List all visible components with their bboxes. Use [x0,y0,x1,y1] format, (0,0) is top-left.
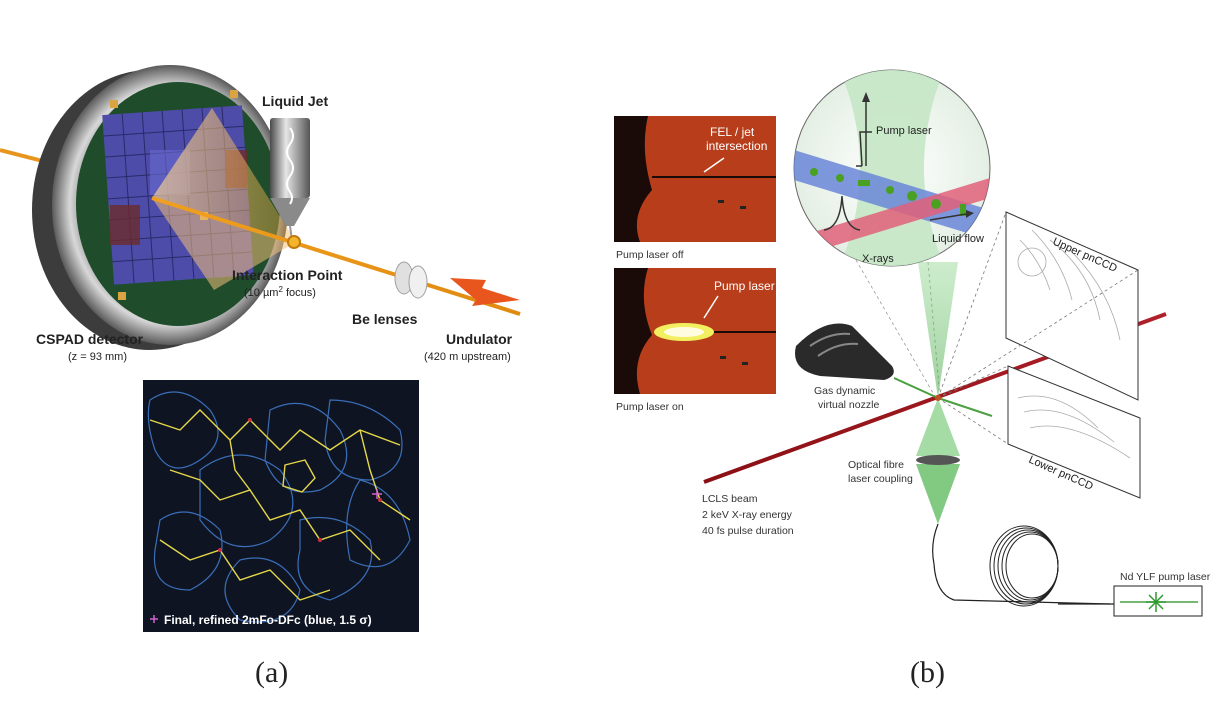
pump-source-label: Nd YLF pump laser [1120,571,1211,583]
photo-pump-laser-on: Pump laser [614,268,776,394]
liquid-jet-nozzle [270,118,310,241]
pump-laser-photo-label: Pump laser [714,279,775,293]
pump-laser-on-label: Pump laser on [616,401,684,413]
detector-corner-mark [110,100,118,108]
optical-fibre [932,523,1111,605]
caption-a: (a) [255,656,289,689]
panel-a-graphic: Liquid Jet Interaction Point (10 µm2 foc… [0,65,521,632]
density-caption: Final, refined 2mFo-DFc (blue, 1.5 σ) [164,613,372,627]
undulator-arrow [450,278,520,306]
interaction-point-label: Interaction Point [232,267,343,283]
fel-jet-label: FEL / jet [710,125,755,139]
panel-a: Liquid Jet Interaction Point (10 µm2 foc… [0,0,600,702]
density-mesh [147,391,411,623]
upper-pnccd-panel: Upper pnCCD [1005,211,1139,401]
green-cone-focus [916,464,960,524]
detector-label: CSPAD detector [36,331,144,347]
nozzle-beam [893,377,939,399]
fel-jet-pointer [703,157,725,173]
scattering-cone-lower [152,198,296,290]
caption-b: (b) [910,656,945,689]
undulator-label: Undulator [446,331,513,347]
atom-markers [218,418,382,552]
xray-pulse-profile [823,195,861,231]
interaction-point-b [935,395,941,401]
fibre-label-1: Optical fibre [848,459,904,471]
green-cone-lower [916,398,960,456]
photo-pump-laser-off: FEL / jet intersection [614,116,776,242]
be-lenses-label: Be lenses [352,311,418,327]
atomic-model [149,409,411,601]
interaction-point-focus: (10 µm2 focus) [244,285,316,299]
x-ray-beam [151,196,521,316]
pump-laser-pointer [703,295,719,319]
liquid-jet-label: Liquid Jet [262,93,328,109]
detector-corner-mark [118,292,126,300]
liquid-flow-arrow [929,213,967,221]
pulse-duration-label: 40 fs pulse duration [702,525,794,537]
intersection-label: intersection [706,139,767,153]
green-cone-upper [918,262,958,398]
inset-xrays-label: X-rays [862,253,894,265]
nozzle-label-1: Gas dynamic [814,385,875,397]
fibre-coil [989,525,1059,607]
detector-sub-label: (z = 93 mm) [68,351,127,363]
pump-pulse-profile [856,131,872,167]
gas-dynamic-nozzle [795,323,894,380]
laser-star-icon [1146,592,1166,612]
undulator-sub-label: (420 m upstream) [424,351,511,363]
be-lenses [394,261,428,299]
focusing-lens [916,455,960,465]
droplets [810,168,966,216]
panel-b-graphic: FEL / jet intersection Pump laser off Pu… [614,69,1211,617]
electron-density-map: Final, refined 2mFo-DFc (blue, 1.5 σ) [143,380,419,632]
fibre-label-2: laser coupling [848,473,913,485]
x-ray-beam-inset [794,178,990,258]
nozzle-label-2: virtual nozzle [818,399,879,411]
inset-liquid-flow-label: Liquid flow [932,233,984,245]
lcls-beam-label: LCLS beam [702,493,758,505]
pump-laser-off-label: Pump laser off [616,249,684,261]
interaction-inset: Pump laser X-rays Liquid flow [793,69,991,267]
detector-corner-mark [230,90,238,98]
density-cross-markers [150,489,382,623]
xray-energy-label: 2 keV X-ray energy [702,509,793,521]
panel-b: FEL / jet intersection Pump laser off Pu… [600,0,1226,702]
inset-pump-laser-label: Pump laser [876,125,932,137]
projection-lines [937,211,1139,445]
pump-laser-box [1113,585,1203,617]
interaction-point-marker [287,235,301,249]
